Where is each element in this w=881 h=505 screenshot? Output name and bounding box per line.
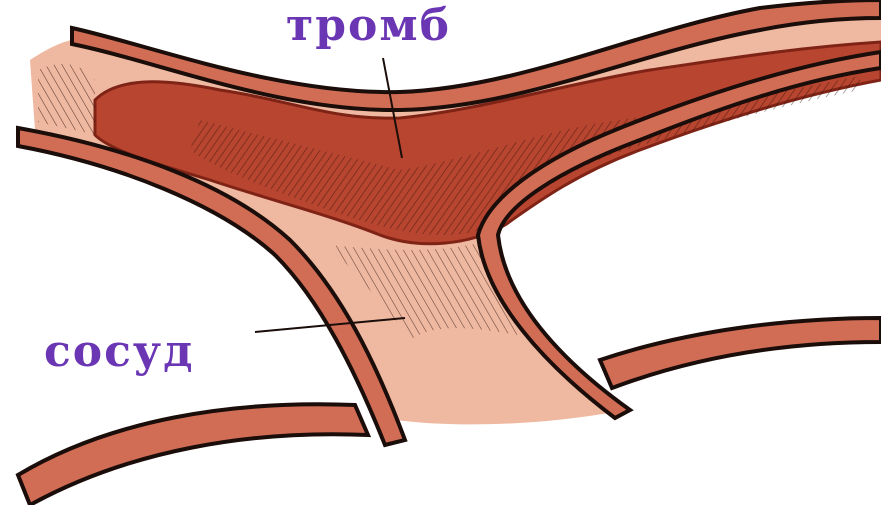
vessel-label: сосуд bbox=[44, 330, 194, 374]
thrombus-label: тромб bbox=[286, 4, 451, 48]
lower-left-vessel-wall bbox=[18, 404, 368, 505]
lower-right-vessel-wall bbox=[600, 318, 881, 388]
